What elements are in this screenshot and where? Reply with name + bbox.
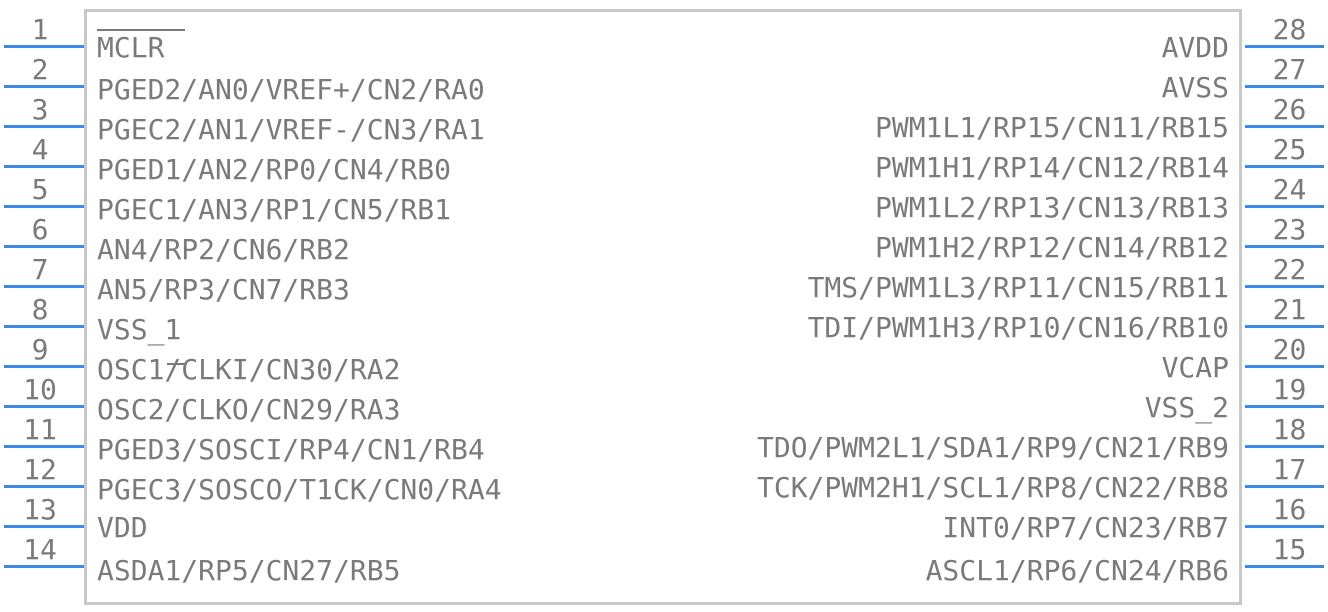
pin-label-14: ASDA1/RP5/CN27/RB5: [97, 554, 401, 587]
pin-number-8: 8: [31, 293, 49, 326]
pin-line-19: [1245, 405, 1324, 408]
pin-line-26: [1245, 125, 1324, 128]
pin-line-23: [1245, 245, 1324, 248]
pin-number-14: 14: [23, 533, 57, 566]
pin-line-25: [1245, 165, 1324, 168]
pin-number-15: 15: [1272, 533, 1307, 566]
pin-label-19: VSS_2: [1144, 391, 1229, 424]
pin-line-21: [1245, 325, 1324, 328]
pin-line-4: [4, 165, 84, 168]
pin-label-20: VCAP: [1161, 351, 1229, 384]
pin-line-24: [1245, 205, 1324, 208]
pin-line-13: [4, 525, 84, 528]
pin-line-5: [4, 205, 84, 208]
pin-number-6: 6: [31, 213, 49, 246]
pin-line-2: [4, 85, 84, 88]
mclr-overline: [97, 29, 185, 31]
pin-label-13: VDD: [97, 511, 148, 544]
pin-label-24: PWM1L2/RP13/CN13/RB13: [874, 191, 1229, 224]
pin-label-17: TCK/PWM2H1/SCL1/RP8/CN22/RB8: [756, 471, 1229, 504]
pin-number-24: 24: [1272, 173, 1307, 206]
pin-line-15: [1245, 565, 1324, 568]
pin-label-18: TDO/PWM2L1/SDA1/RP9/CN21/RB9: [756, 431, 1229, 464]
pin-line-28: [1245, 45, 1324, 48]
pin-label-26: PWM1L1/RP15/CN11/RB15: [874, 111, 1229, 144]
pin-number-23: 23: [1272, 213, 1307, 246]
pin-number-10: 10: [23, 373, 57, 406]
pin-label-1: MCLR: [97, 31, 165, 64]
pin-line-18: [1245, 445, 1324, 448]
pin-line-7: [4, 285, 84, 288]
pin-label-25: PWM1H1/RP14/CN12/RB14: [874, 151, 1229, 184]
pin-number-26: 26: [1272, 93, 1307, 126]
pin-line-9: [4, 365, 84, 368]
pin-number-2: 2: [31, 53, 49, 86]
pin-label-27: AVSS: [1161, 71, 1229, 104]
pin-number-9: 9: [31, 333, 49, 366]
pin-number-3: 3: [31, 93, 49, 126]
pin-line-3: [4, 125, 84, 128]
pin-label-7: AN5/RP3/CN7/RB3: [97, 273, 350, 306]
pin-number-19: 19: [1272, 373, 1307, 406]
pin-number-27: 27: [1272, 53, 1307, 86]
pin-label-28: AVDD: [1161, 31, 1229, 64]
pin-number-16: 16: [1272, 493, 1307, 526]
pin-label-21: TDI/PWM1H3/RP10/CN16/RB10: [807, 311, 1229, 344]
pin-number-20: 20: [1272, 333, 1307, 366]
pin-line-10: [4, 405, 84, 408]
pin-number-28: 28: [1272, 13, 1307, 46]
pin-label-23: PWM1H2/RP12/CN14/RB12: [874, 231, 1229, 264]
pin-label-3: PGEC2/AN1/VREF-/CN3/RA1: [97, 113, 485, 146]
pin-line-6: [4, 245, 84, 248]
osc1-overline: [167, 363, 185, 365]
pin-label-10: OSC2/CLKO/CN29/RA3: [97, 393, 401, 426]
pin-number-25: 25: [1272, 133, 1307, 166]
pin-number-22: 22: [1272, 253, 1307, 286]
pin-number-5: 5: [31, 173, 49, 206]
pin-number-12: 12: [23, 453, 57, 486]
pin-line-16: [1245, 525, 1324, 528]
pin-line-14: [4, 565, 84, 568]
pin-label-9: OSC1/CLKI/CN30/RA2: [97, 353, 401, 386]
pin-number-1: 1: [31, 13, 49, 46]
pin-label-5: PGEC1/AN3/RP1/CN5/RB1: [97, 193, 452, 226]
pin-label-11: PGED3/SOSCI/RP4/CN1/RB4: [97, 433, 485, 466]
pin-label-8: VSS_1: [97, 313, 182, 346]
pin-label-6: AN4/RP2/CN6/RB2: [97, 233, 350, 266]
pin-number-21: 21: [1272, 293, 1307, 326]
pin-line-27: [1245, 85, 1324, 88]
pin-line-17: [1245, 485, 1324, 488]
pin-label-2: PGED2/AN0/VREF+/CN2/RA0: [97, 73, 485, 106]
pin-line-8: [4, 325, 84, 328]
pin-label-12: PGEC3/SOSCO/T1CK/CN0/RA4: [97, 473, 502, 506]
pin-number-13: 13: [23, 493, 57, 526]
pin-number-18: 18: [1272, 413, 1307, 446]
pin-label-22: TMS/PWM1L3/RP11/CN15/RB11: [807, 271, 1229, 304]
pin-line-22: [1245, 285, 1324, 288]
ic-body: [84, 9, 1242, 605]
pin-line-1: [4, 45, 84, 48]
pin-number-7: 7: [31, 253, 49, 286]
pin-number-17: 17: [1272, 453, 1307, 486]
pin-label-15: ASCL1/RP6/CN24/RB6: [925, 554, 1229, 587]
pin-label-4: PGED1/AN2/RP0/CN4/RB0: [97, 153, 452, 186]
pin-number-11: 11: [23, 413, 57, 446]
pin-number-4: 4: [31, 133, 49, 166]
pin-line-12: [4, 485, 84, 488]
pin-line-20: [1245, 365, 1324, 368]
pin-label-16: INT0/RP7/CN23/RB7: [942, 511, 1229, 544]
pin-line-11: [4, 445, 84, 448]
